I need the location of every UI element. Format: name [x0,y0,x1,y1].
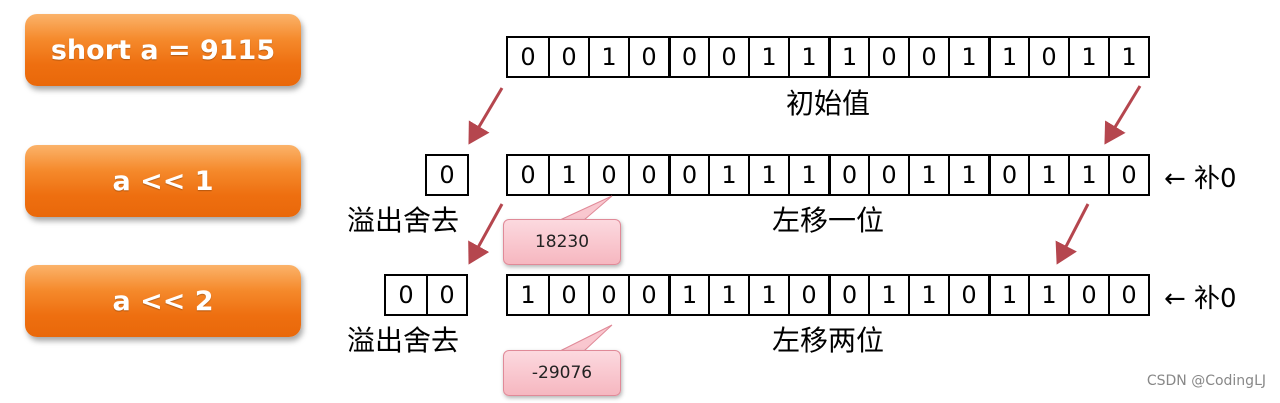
bit-cell: 1 [668,276,708,314]
bit-cell: 0 [628,276,668,314]
bit-cell: 0 [548,276,588,314]
bit-cell: 1 [520,281,536,309]
overflow-box-shift-1: 0 [425,154,469,196]
bit-cell: 0 [588,156,628,194]
bit-cell: 0 [520,43,536,71]
caption-shift-1: 左移一位 [772,204,885,237]
bit-cell: 0 [868,156,908,194]
callout-value-shift-1: 18230 [503,219,621,265]
bit-cell: 1 [908,156,948,194]
bit-cell: 1 [948,38,988,76]
bit-cell: 0 [948,276,988,314]
arrow-initial-to-overflow [468,87,504,145]
bit-cell: 0 [426,276,466,314]
arrow-shift1-to-overflow [468,203,504,265]
bit-cell: 1 [1108,38,1148,76]
bit-cell: 0 [868,38,908,76]
bit-cell: 0 [588,276,628,314]
bit-cell: 1 [708,276,748,314]
bit-cell: 1 [1028,276,1068,314]
callout-tail-shift-2 [559,324,613,352]
caption-initial: 初始值 [786,87,871,120]
bit-cell: 1 [788,38,828,76]
bit-cell: 0 [520,161,536,189]
caption-shift-2: 左移两位 [772,324,885,357]
bit-cell: 0 [988,156,1028,194]
bit-cell: 0 [1068,276,1108,314]
bit-cell: 1 [988,38,1028,76]
watermark: CSDN @CodingLJ [1146,373,1266,389]
bit-cell: 1 [948,156,988,194]
bit-cell: 1 [828,38,868,76]
bit-cell: 1 [548,156,588,194]
bit-cell: 0 [628,38,668,76]
callout-tail-shift-1 [559,195,613,221]
bit-cell: 1 [908,276,948,314]
overflow-caption-shift-1: 溢出舍去 [347,204,460,237]
pad-zero-label-shift-1: ← 补0 [1164,164,1237,194]
bit-cell: 0 [708,38,748,76]
bit-cell: 1 [868,276,908,314]
bit-cell: 0 [1028,38,1068,76]
bit-cell: 0 [828,276,868,314]
bit-cell: 1 [748,38,788,76]
bit-cell: 1 [708,156,748,194]
label-initial: short a = 9115 [25,14,301,86]
bit-cell: 1 [788,156,828,194]
bit-cell: 1 [1028,156,1068,194]
bit-cell: 1 [748,156,788,194]
label-shift-2: a << 2 [25,265,301,337]
bit-cell: 0 [828,156,868,194]
arrow-shift1-to-pad [1055,203,1090,265]
bit-cell: 1 [1068,156,1108,194]
bit-cell: 0 [1108,276,1148,314]
bit-cell: 0 [668,156,708,194]
callout-value-shift-2: -29076 [503,350,621,396]
label-shift-1: a << 1 [25,145,301,217]
bit-cell: 0 [668,38,708,76]
arrow-initial-to-pad [1104,85,1142,145]
overflow-caption-shift-2: 溢出舍去 [347,324,460,357]
bit-cell: 0 [628,156,668,194]
bit-cell: 0 [788,276,828,314]
bit-cell: 1 [1068,38,1108,76]
bit-cell: 0 [439,161,455,189]
bit-cell: 0 [398,281,414,309]
bit-cell: 1 [988,276,1028,314]
bit-cell: 0 [908,38,948,76]
bit-cell: 0 [548,38,588,76]
bit-cell: 1 [588,38,628,76]
pad-zero-label-shift-2: ← 补0 [1164,284,1237,314]
bit-cell: 1 [748,276,788,314]
bit-cell: 0 [1108,156,1148,194]
